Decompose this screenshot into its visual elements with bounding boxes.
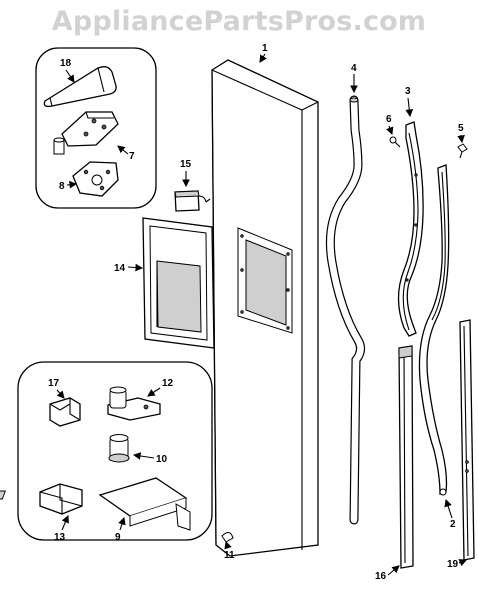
callout-number-12: 12 [162, 378, 174, 389]
callout-number-14: 14 [114, 263, 126, 274]
callout-15: 15 [180, 159, 192, 188]
callout-11: 11 [224, 540, 235, 561]
part-1-freezer-door[interactable] [211, 59, 319, 557]
lower-hinge-inset-box [17, 361, 213, 541]
callout-number-1: 1 [262, 43, 268, 54]
callout-5: 5 [457, 123, 465, 144]
callout-10: 10 [132, 452, 168, 465]
part-3-door-trim[interactable] [397, 121, 424, 337]
part-10-hinge-pin[interactable] [108, 434, 130, 463]
callout-16: 16 [375, 565, 400, 582]
callout-number-3: 3 [405, 86, 411, 97]
part-9-hinge-base-plate[interactable] [0, 477, 191, 531]
callout-13: 13 [54, 514, 69, 543]
callout-1: 1 [259, 43, 268, 63]
callout-number-17: 17 [48, 378, 60, 389]
part-12-lower-hinge[interactable] [107, 386, 161, 421]
callout-number-19: 19 [447, 559, 459, 570]
part-11-door-stop[interactable] [221, 532, 234, 543]
part-16-lower-trim[interactable] [398, 345, 414, 569]
callout-19: 19 [447, 559, 468, 570]
callout-number-9: 9 [115, 532, 121, 543]
part-18-hinge-cover[interactable] [43, 66, 117, 108]
callout-number-10: 10 [156, 454, 168, 465]
callout-number-7: 7 [129, 151, 135, 162]
part-8-hinge-plate[interactable] [72, 161, 119, 197]
callout-number-4: 4 [351, 63, 357, 74]
callout-number-5: 5 [458, 123, 464, 134]
callout-18: 18 [60, 58, 75, 83]
part-5-screw[interactable] [457, 143, 468, 159]
part-2-door-trim-long[interactable] [418, 164, 450, 496]
part-7-top-hinge[interactable] [53, 111, 119, 155]
callout-number-13: 13 [54, 532, 66, 543]
part-6-screw[interactable] [389, 136, 401, 148]
callout-number-8: 8 [59, 181, 65, 192]
callout-6: 6 [386, 114, 394, 136]
part-17-bracket[interactable] [49, 397, 81, 427]
part-19-long-trim[interactable] [459, 319, 475, 561]
callout-14: 14 [114, 263, 144, 274]
callout-8: 8 [59, 180, 78, 192]
callout-4: 4 [350, 63, 358, 94]
callout-2: 2 [444, 498, 456, 530]
callout-number-2: 2 [450, 519, 456, 530]
part-15-dispenser-module[interactable] [174, 190, 211, 212]
callout-number-16: 16 [375, 571, 387, 582]
callout-number-18: 18 [60, 58, 72, 69]
callout-17: 17 [48, 378, 65, 399]
callout-12: 12 [147, 378, 174, 397]
callout-3: 3 [405, 86, 414, 118]
callout-number-15: 15 [180, 159, 192, 170]
part-13-clip[interactable] [39, 483, 83, 515]
part-14-dispenser-trim[interactable] [142, 217, 215, 349]
callout-number-11: 11 [224, 550, 235, 561]
part-4-door-handle-tube[interactable] [325, 95, 366, 525]
callout-9: 9 [115, 516, 126, 543]
callout-7: 7 [117, 145, 135, 162]
hinge-inset-box [35, 47, 157, 209]
callout-number-6: 6 [386, 114, 392, 125]
